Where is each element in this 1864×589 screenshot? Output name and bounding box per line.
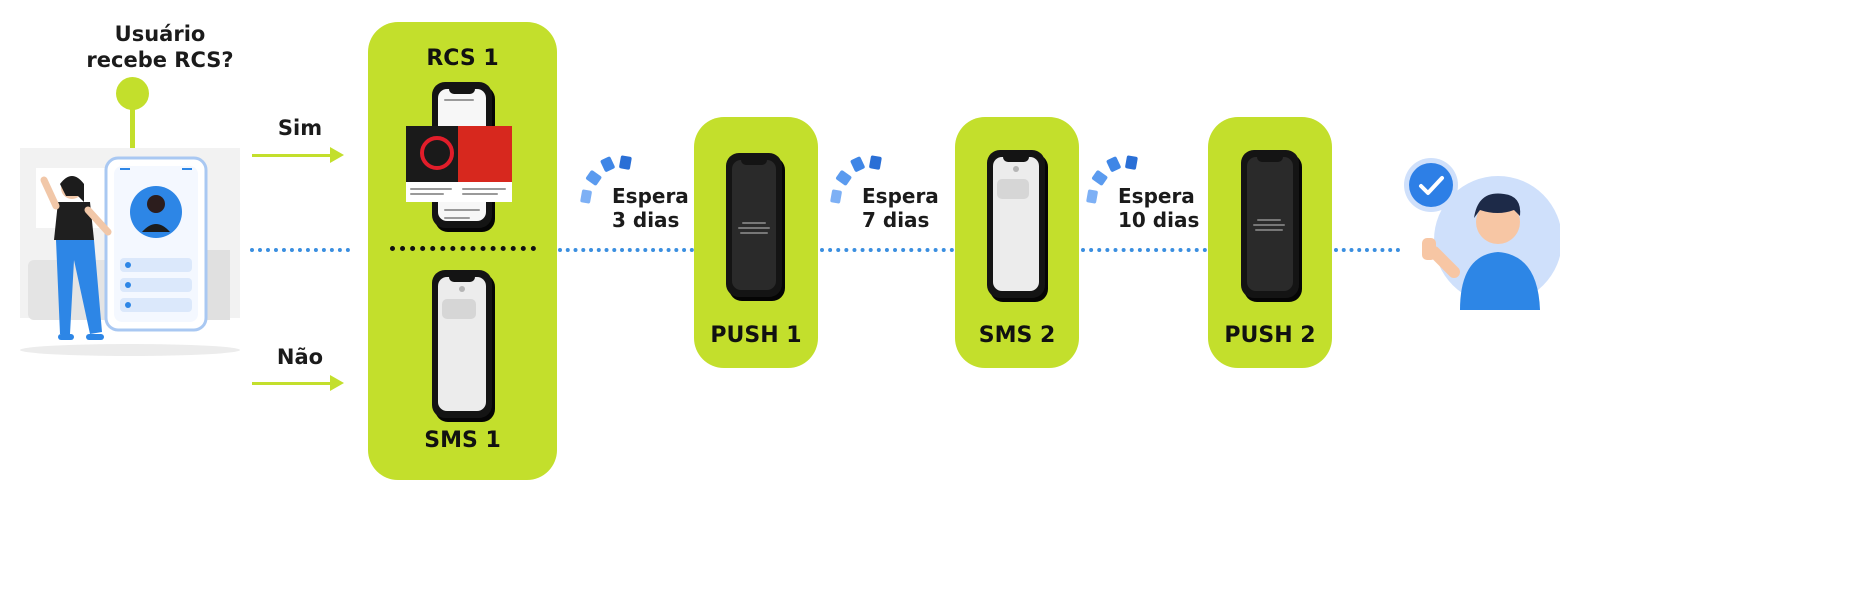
wait-2-days: 7 dias [862,208,930,232]
question-line-2: recebe RCS? [86,48,234,72]
rcs-sms-card: RCS 1 SMS 1 [368,22,557,480]
rcs1-title: RCS 1 [426,46,499,71]
connector-2 [820,248,954,252]
question-line-1: Usuário [114,22,206,46]
wait-1-days: 3 dias [612,208,680,232]
branch-no-arrow [252,375,344,391]
rcs-rich-card-left [406,126,458,182]
rcs-card-caption-left [406,182,458,202]
push1-card: PUSH 1 [694,117,818,368]
rcs-rich-card-right [458,126,512,182]
wait-3-label: Espera 10 dias [1118,184,1199,232]
push1-phone [726,153,782,297]
branch-yes-label: Sim [277,116,323,140]
sms2-card: SMS 2 [955,117,1079,368]
pin-stem [130,108,135,158]
rcs-card-caption-right [458,182,512,202]
push2-title: PUSH 2 [1224,323,1316,348]
push2-card: PUSH 2 [1208,117,1332,368]
hourglass-wait-icon-1 [580,155,632,204]
sms1-phone [432,270,492,418]
sms2-phone [987,150,1045,298]
push2-phone [1241,150,1299,298]
connector-start [250,248,350,252]
hourglass-wait-icon-3 [1086,155,1138,204]
wait-2-word: Espera [862,184,939,208]
connector-1 [558,248,694,252]
wait-1-word: Espera [612,184,689,208]
connector-end [1334,248,1400,252]
wait-3-word: Espera [1118,184,1195,208]
branch-no-label: Não [276,345,324,369]
sms1-title: SMS 1 [424,428,501,453]
rcs-sms-divider [390,246,536,251]
push1-title: PUSH 1 [710,323,802,348]
wait-1-label: Espera 3 dias [612,184,689,232]
pin-head [116,77,149,110]
checkmark-badge-icon [1409,163,1453,207]
wait-2-label: Espera 7 dias [862,184,939,232]
sms2-title: SMS 2 [978,323,1056,348]
wait-3-days: 10 dias [1118,208,1200,232]
man-thumbs-up-illustration [1400,160,1562,310]
hourglass-wait-icon-2 [830,155,882,204]
connector-3 [1081,248,1207,252]
woman-with-phone-illustration [10,140,250,360]
question-label: Usuário recebe RCS? [70,21,250,73]
branch-yes-arrow [252,147,344,163]
